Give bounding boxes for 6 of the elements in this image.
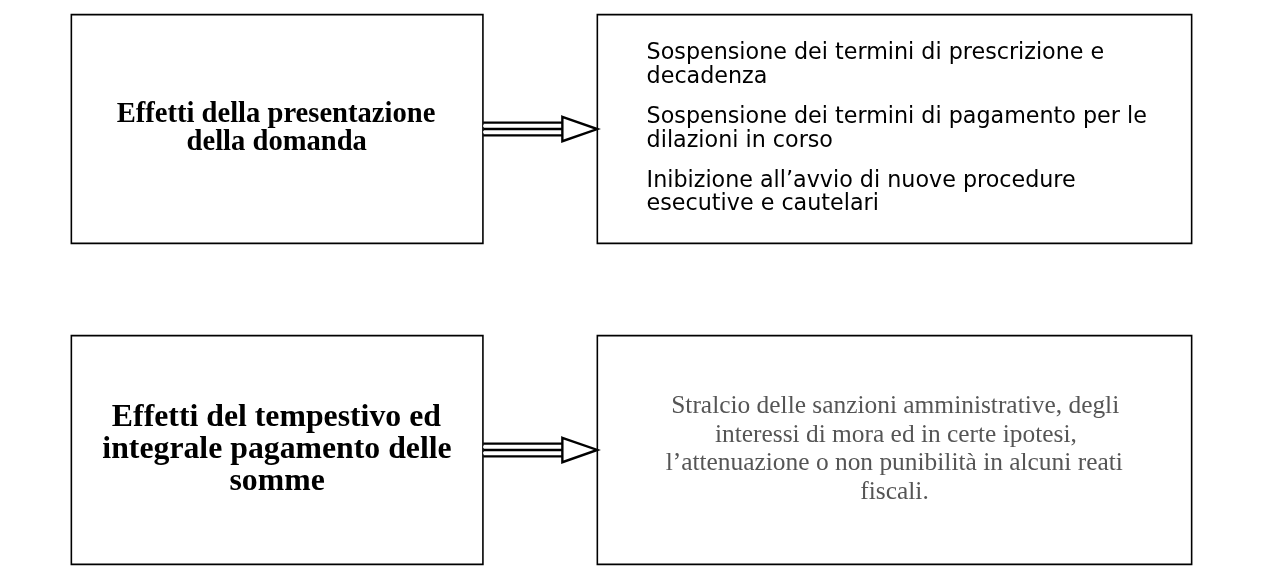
node-box: Stralcio delle sanzioni amministrative, degli interessi di mora ed in certe ipotesi, l’attenuazione o non punibilità in alcuni reati fiscali. xyxy=(596,334,1193,566)
arrow xyxy=(483,436,601,464)
arrow xyxy=(483,115,601,143)
node-box: Sospensione dei termini di prescrizione e decadenza Sospensione dei termini di pagamento per le dilazioni in corso Inibizione all’avvio di nuove procedure esecutive e cautelari xyxy=(596,13,1193,245)
node-box: Effetti della presentazione della domanda xyxy=(70,13,484,245)
node-box: Effetti del tempestivo ed integrale pagamento delle somme xyxy=(70,334,484,566)
